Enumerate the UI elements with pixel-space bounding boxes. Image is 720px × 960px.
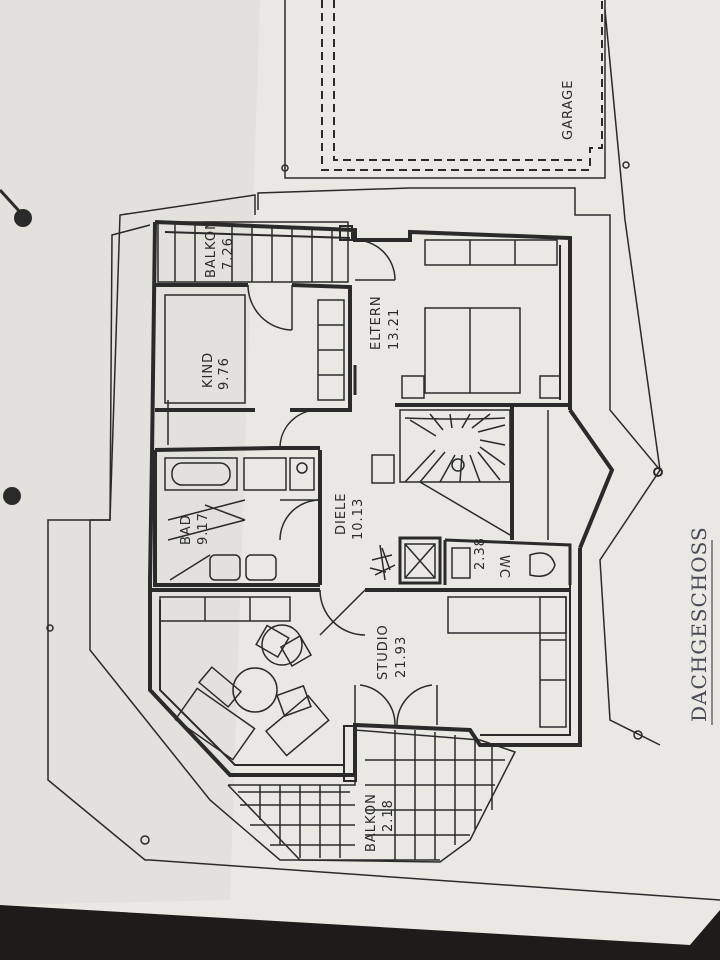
room-label-eltern: ELTERN [369, 295, 384, 350]
garage-outline [321, 0, 603, 171]
balcony-post-top [339, 225, 353, 241]
property-line-top [281, 0, 661, 471]
roof-marker [653, 467, 663, 477]
room-area-studio: 21.93 [394, 636, 409, 678]
room-label-garage: GARAGE [561, 80, 576, 140]
room-label-bad: BAD [179, 514, 194, 545]
room-label-kind: KIND [201, 352, 216, 388]
binder-hole-bottom [3, 487, 21, 505]
room-bad [153, 446, 322, 587]
diele-plant [369, 544, 396, 581]
site-boundary [47, 194, 720, 901]
room-label-wc: WC [496, 555, 511, 579]
binder-tear [0, 188, 22, 214]
bad-fixtures [164, 457, 321, 581]
roof-outline-left [89, 224, 440, 861]
room-label-balkon-bottom: BALKON [364, 793, 379, 852]
wc-fixtures [404, 543, 556, 579]
diele-chest [371, 454, 395, 484]
room-area-balkon-bottom: 2.18 [381, 799, 396, 832]
roof-outline [257, 187, 661, 746]
site-marker [140, 835, 150, 845]
balcony-top [157, 221, 349, 283]
studio-furniture [159, 589, 567, 761]
balcony-post [343, 725, 357, 782]
interior-inner-walls [159, 231, 571, 766]
room-area-wc: 2.38 [473, 537, 488, 570]
room-label-balkon-top: BALKON [204, 219, 219, 278]
room-eltern [354, 239, 561, 399]
plan-title: DACHGESCHOSS [687, 526, 711, 722]
room-label-diele: DIELE [334, 492, 349, 535]
room-area-eltern: 13.21 [387, 308, 402, 350]
room-area-balkon-top: 7.26 [221, 237, 236, 270]
binder-hole-top [14, 209, 32, 227]
room-area-bad: 9.17 [196, 512, 211, 545]
room-area-diele: 10.13 [351, 498, 366, 540]
kind-furniture [164, 284, 345, 445]
site-marker [46, 624, 54, 632]
diele-door-arc [279, 409, 319, 449]
room-kind [154, 283, 352, 452]
paper-shadow [0, 0, 260, 905]
room-wc [398, 536, 572, 585]
room-area-kind: 9.76 [217, 357, 232, 390]
room-label-studio: STUDIO [376, 624, 391, 680]
roof-marker [633, 730, 643, 740]
